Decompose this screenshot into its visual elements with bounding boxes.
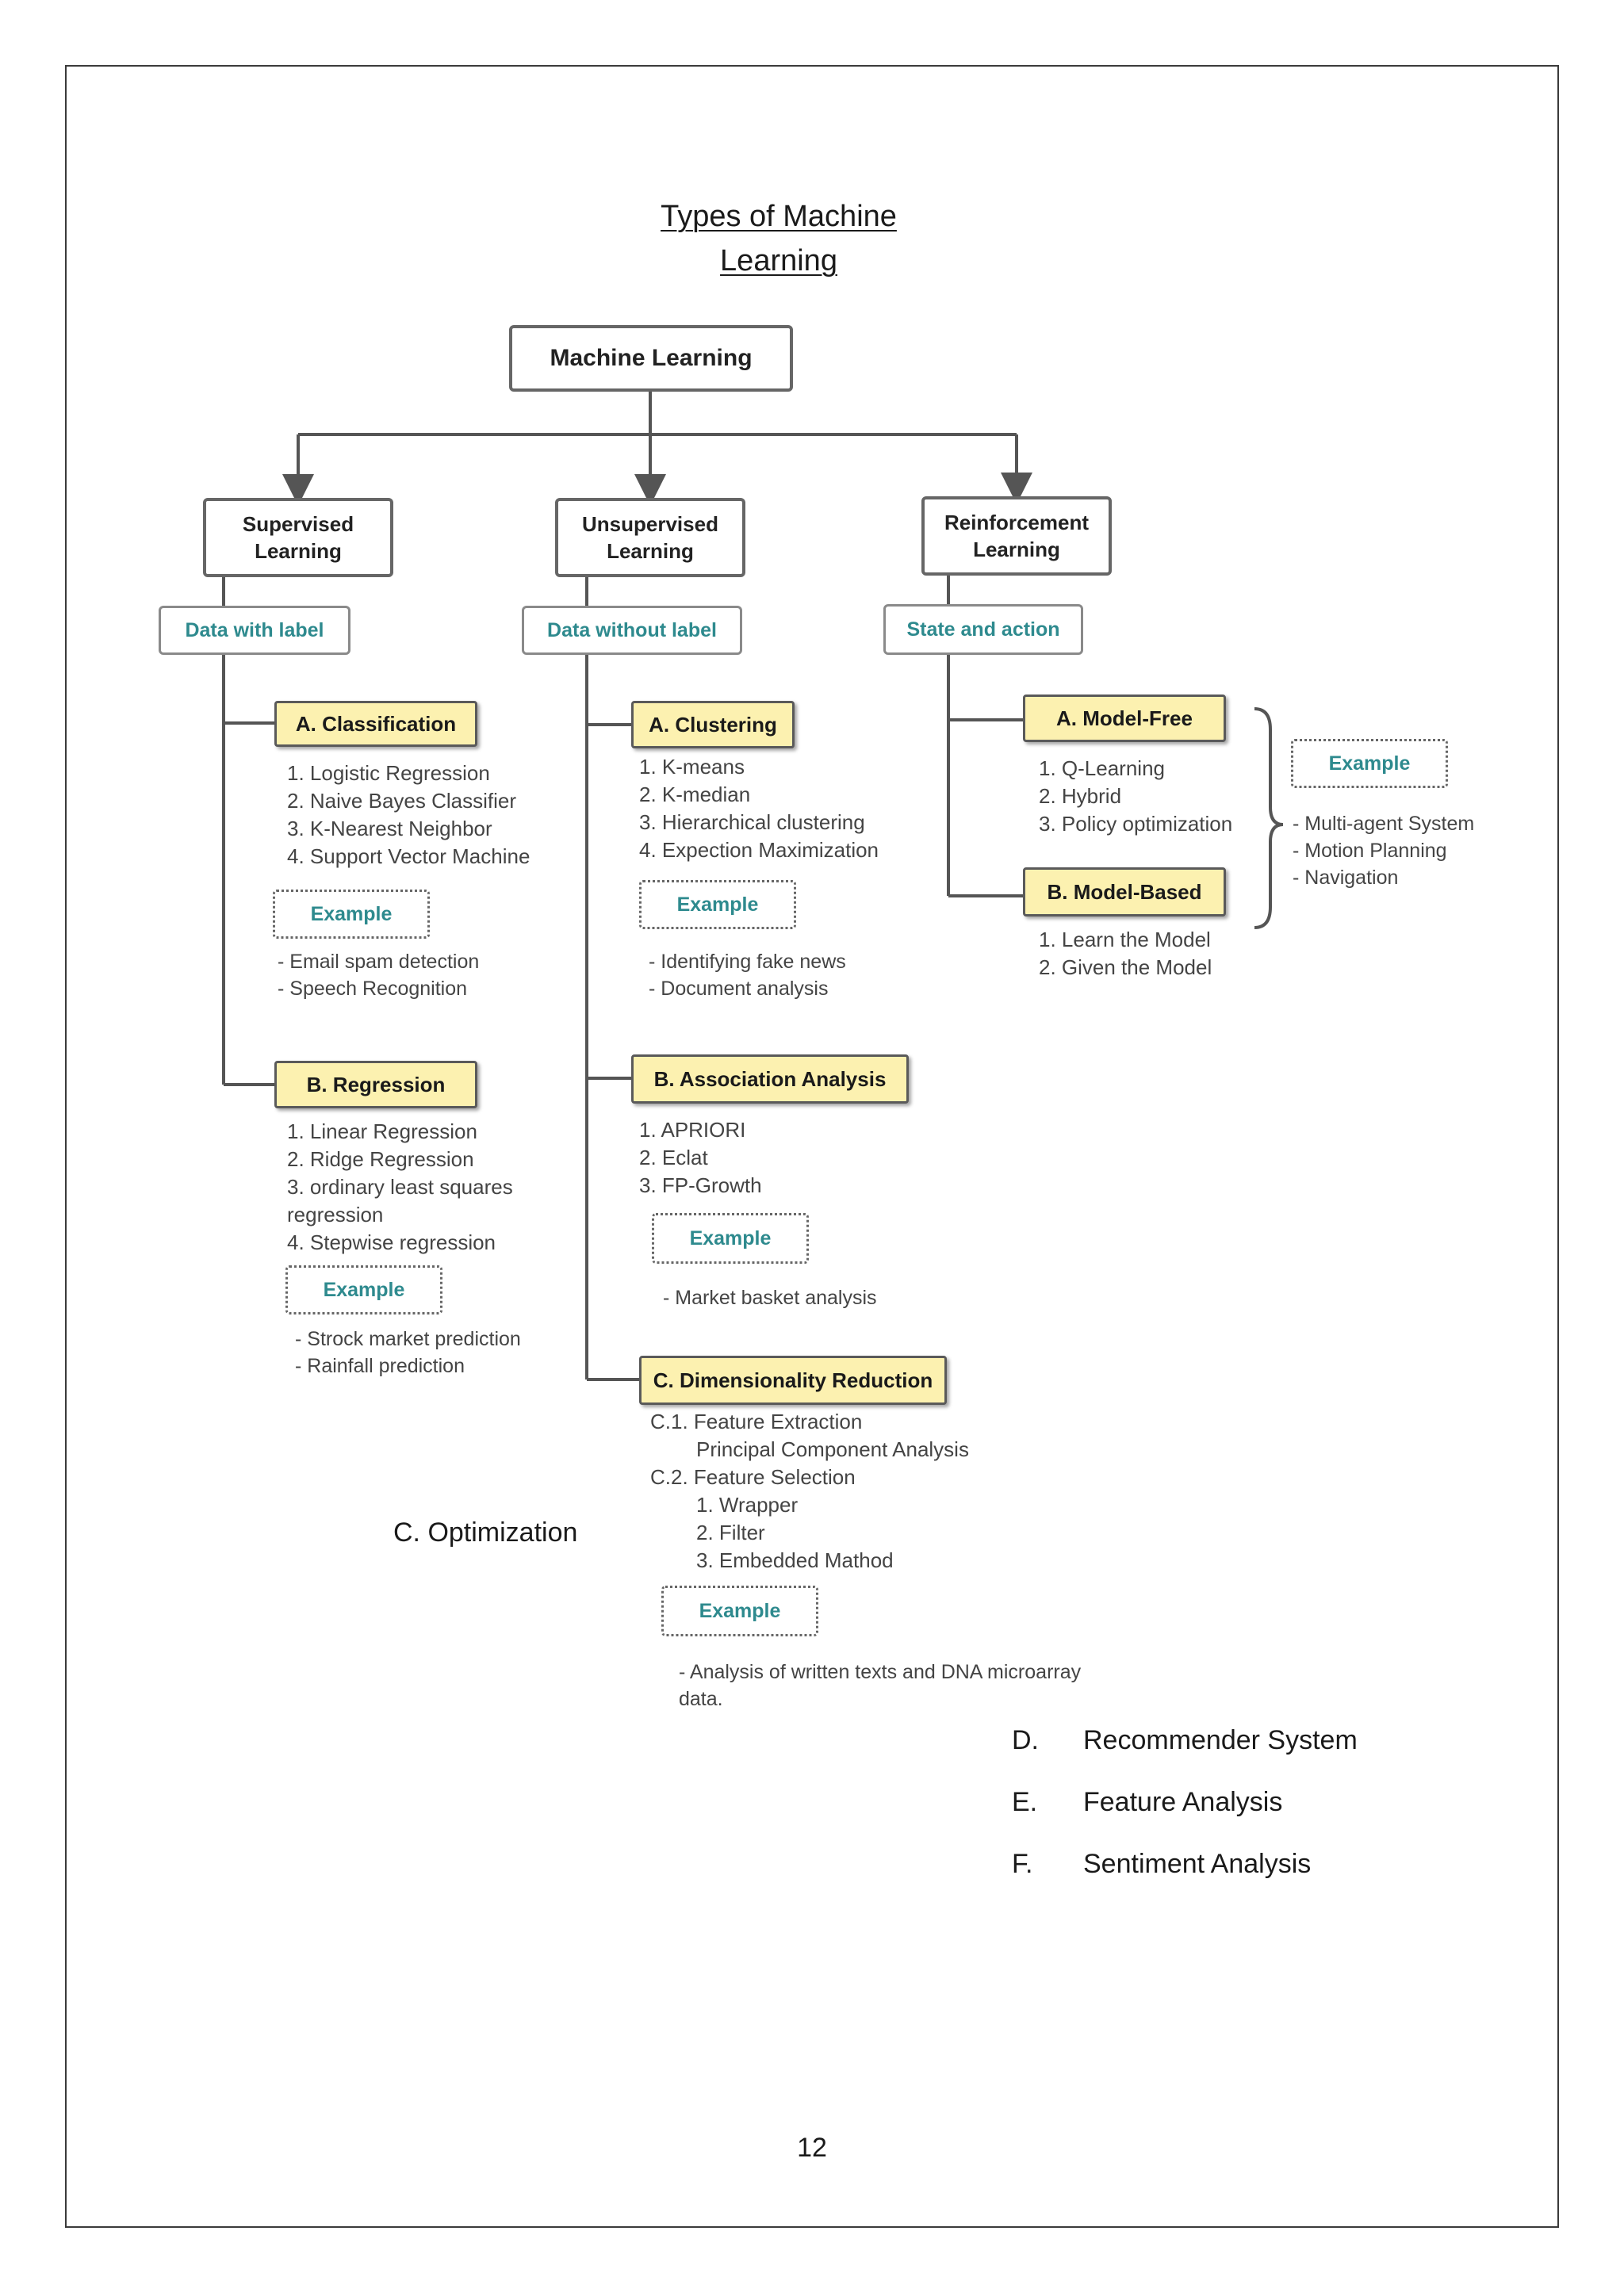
list-item: 2. Ridge Regression: [287, 1147, 474, 1171]
reinforcement-data-tag: State and action: [883, 604, 1083, 655]
list-item: 2. Eclat: [639, 1146, 708, 1169]
list-item: D. Recommender System: [1012, 1725, 1424, 1757]
list-item: C.1. Feature Extraction: [650, 1410, 863, 1433]
regression-example-badge: Example: [285, 1265, 442, 1314]
list-item-label: Sentiment Analysis: [1083, 1849, 1312, 1879]
clustering-example-badge: Example: [639, 880, 796, 929]
dimensionality-example-list: - Analysis of written texts and DNA micr…: [679, 1659, 1081, 1712]
list-item: data.: [679, 1688, 723, 1710]
list-item: 3. Embedded Mathod: [696, 1548, 894, 1572]
list-item: - Rainfall prediction: [295, 1355, 465, 1377]
reinforcement-example-list: - Multi-agent System - Motion Planning -…: [1293, 810, 1474, 891]
list-item: 3. ordinary least squares: [287, 1175, 513, 1199]
title-line-2: Learning: [720, 244, 837, 277]
list-item: 1. Q-Learning: [1039, 756, 1165, 780]
classification-example-list: - Email spam detection - Speech Recognit…: [278, 948, 479, 1002]
classification-example-badge: Example: [273, 890, 430, 939]
list-item-letter: F.: [1012, 1849, 1033, 1879]
page-title: Types of Machine Learning: [0, 194, 1624, 283]
list-item: - Navigation: [1293, 867, 1399, 889]
list-item: - Analysis of written texts and DNA micr…: [679, 1661, 1082, 1683]
list-item: 1. APRIORI: [639, 1118, 746, 1142]
list-item: - Market basket analysis: [663, 1287, 877, 1309]
list-item: - Motion Planning: [1293, 840, 1447, 862]
list-item: 4. Support Vector Machine: [287, 844, 530, 868]
model-based-list: 1. Learn the Model 2. Given the Model: [1039, 926, 1212, 982]
list-item: C.2. Feature Selection: [650, 1465, 856, 1489]
clustering-box: A. Clustering: [631, 701, 795, 748]
list-item: 2. Hybrid: [1039, 784, 1122, 808]
list-item: - Identifying fake news: [649, 951, 846, 973]
reinforcement-learning-box: Reinforcement Learning: [921, 496, 1112, 576]
supervised-data-tag: Data with label: [159, 606, 350, 655]
list-item: 1. Wrapper: [696, 1493, 799, 1517]
model-free-list: 1. Q-Learning 2. Hybrid 3. Policy optimi…: [1039, 755, 1232, 838]
list-item: 1. K-means: [639, 755, 745, 779]
association-example-list: - Market basket analysis: [663, 1284, 877, 1311]
list-item: E. Feature Analysis: [1012, 1787, 1424, 1819]
dimensionality-list: C.1. Feature Extraction Principal Compon…: [650, 1408, 969, 1575]
list-item: 3. Policy optimization: [1039, 812, 1233, 836]
list-item: 3. FP-Growth: [639, 1173, 762, 1197]
list-item: 2. Given the Model: [1039, 955, 1212, 979]
regression-example-list: - Strock market prediction - Rainfall pr…: [295, 1326, 521, 1380]
list-item: - Multi-agent System: [1293, 813, 1475, 835]
classification-list: 1. Logistic Regression 2. Naive Bayes Cl…: [287, 760, 530, 871]
page-border: [65, 65, 1559, 2228]
list-item-label: Recommender System: [1083, 1725, 1358, 1755]
clustering-example-list: - Identifying fake news - Document analy…: [649, 948, 846, 1002]
list-item: F. Sentiment Analysis: [1012, 1849, 1424, 1881]
supervised-learning-box: Supervised Learning: [203, 498, 393, 577]
unsupervised-learning-box: Unsupervised Learning: [555, 498, 745, 577]
unsupervised-data-tag: Data without label: [522, 606, 742, 655]
model-free-box: A. Model-Free: [1023, 695, 1226, 742]
list-item: 3. Hierarchical clustering: [639, 810, 865, 834]
list-item: 1. Logistic Regression: [287, 761, 490, 785]
list-item-letter: E.: [1012, 1787, 1038, 1817]
root-box: Machine Learning: [509, 325, 793, 392]
association-box: B. Association Analysis: [631, 1054, 909, 1104]
list-item: 1. Linear Regression: [287, 1119, 477, 1143]
list-item: 4. Expection Maximization: [639, 838, 879, 862]
list-item: regression: [287, 1203, 384, 1226]
reinforcement-example-badge: Example: [1291, 739, 1448, 788]
list-item: - Speech Recognition: [278, 978, 468, 1000]
page-number: 12: [797, 2133, 827, 2163]
regression-box: B. Regression: [274, 1061, 477, 1108]
regression-list: 1. Linear Regression 2. Ridge Regression…: [287, 1118, 513, 1257]
list-item: 2. K-median: [639, 783, 751, 806]
title-line-1: Types of Machine: [661, 200, 897, 233]
list-item: Principal Component Analysis: [696, 1437, 969, 1461]
list-item: - Document analysis: [649, 978, 829, 1000]
list-item-label: Feature Analysis: [1083, 1787, 1283, 1817]
list-item: 1. Learn the Model: [1039, 928, 1211, 951]
dimensionality-example-badge: Example: [661, 1586, 818, 1636]
association-example-badge: Example: [652, 1213, 809, 1264]
curly-brace: [1254, 707, 1284, 929]
dimensionality-reduction-box: C. Dimensionality Reduction: [639, 1356, 947, 1405]
list-item: - Strock market prediction: [295, 1328, 521, 1350]
list-item: 2. Naive Bayes Classifier: [287, 789, 516, 813]
optimization-heading: C. Optimization: [393, 1517, 578, 1548]
model-based-box: B. Model-Based: [1023, 867, 1226, 916]
clustering-list: 1. K-means 2. K-median 3. Hierarchical c…: [639, 753, 879, 864]
classification-box: A. Classification: [274, 701, 477, 747]
list-item: 4. Stepwise regression: [287, 1230, 496, 1254]
association-list: 1. APRIORI 2. Eclat 3. FP-Growth: [639, 1116, 762, 1200]
list-item: 3. K-Nearest Neighbor: [287, 817, 492, 840]
list-item: - Email spam detection: [278, 951, 480, 973]
list-item: 2. Filter: [696, 1521, 765, 1544]
list-item-letter: D.: [1012, 1725, 1039, 1755]
